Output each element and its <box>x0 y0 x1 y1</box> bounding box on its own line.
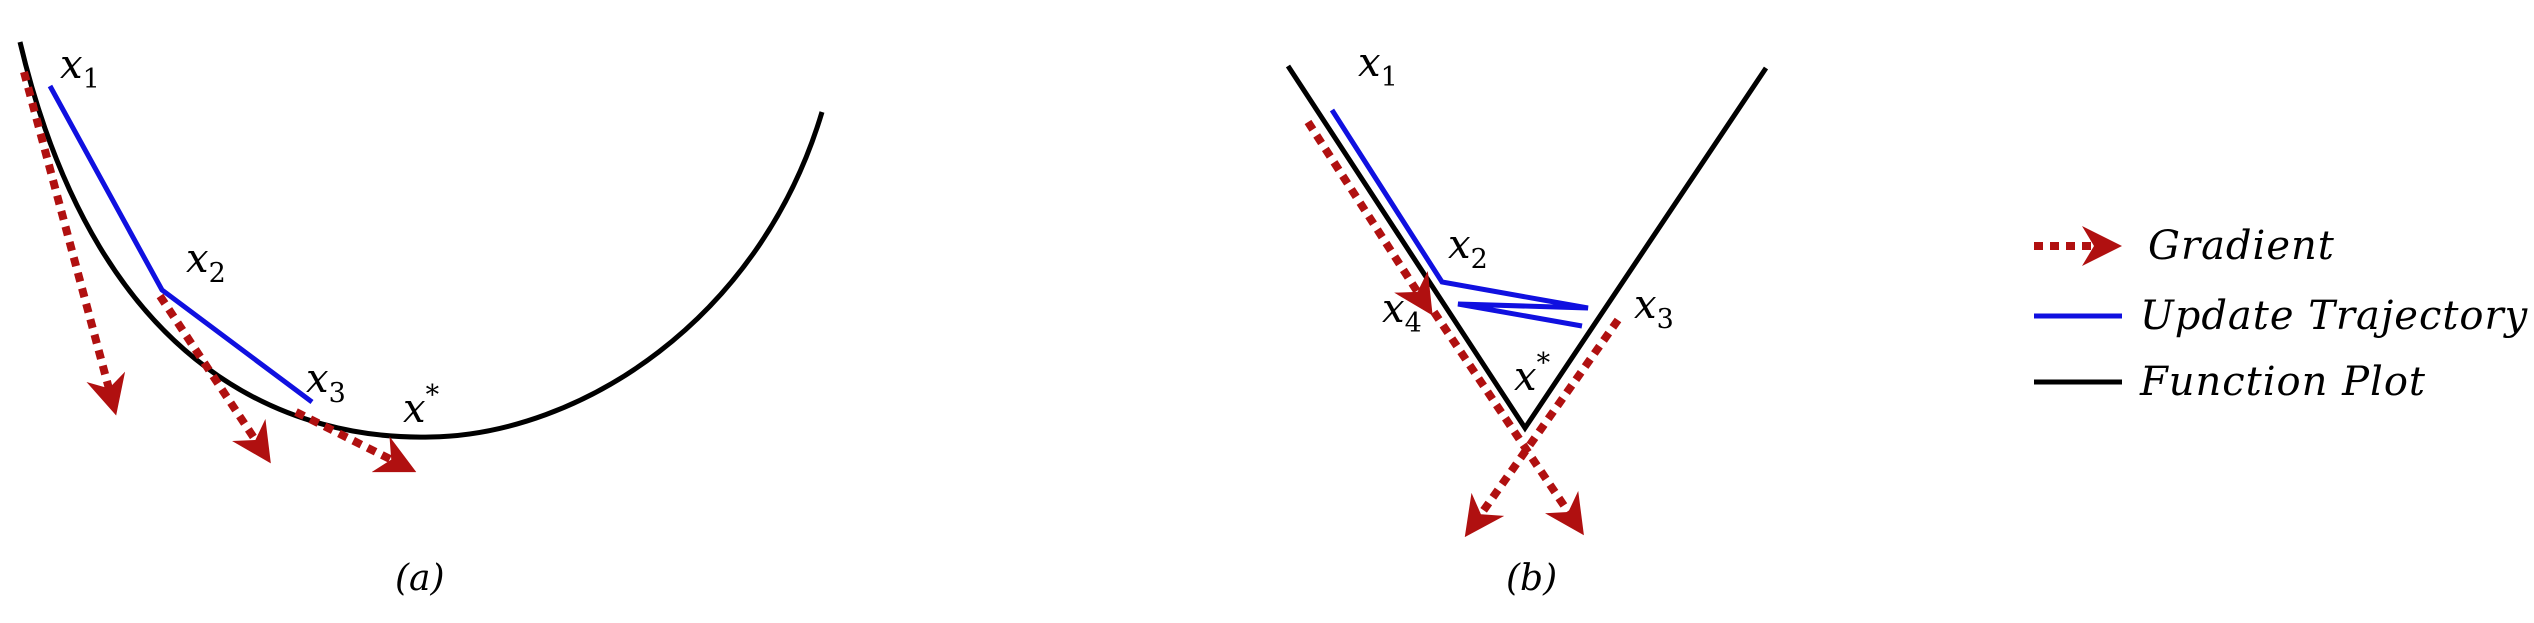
caption-a: (a) <box>395 558 445 599</box>
label-b-xstar: x* <box>1514 348 1551 400</box>
legend-label-gradient: Gradient <box>2148 223 2335 269</box>
label-b-x3: x3 <box>1634 282 1674 335</box>
gradient-arrow-b-2 <box>1430 309 1584 536</box>
label-a-xstar: x* <box>403 380 440 432</box>
label-a-x3: x3 <box>306 356 346 409</box>
gradient-arrow-b-1 <box>1304 119 1433 316</box>
gradient-arrow-a-1 <box>20 70 126 416</box>
legend-label-trajectory: Update Trajectory <box>2140 293 2529 339</box>
label-a-x2: x2 <box>186 236 226 289</box>
panel-b: x1 x2 x3 x4 x* (b) <box>1285 40 1769 599</box>
function-curve-b <box>1285 64 1769 433</box>
gradient-arrow-a-3 <box>294 408 417 473</box>
legend: Gradient Update Trajectory Function Plot <box>2034 223 2529 405</box>
update-trajectory-a <box>47 84 314 405</box>
label-a-x1: x1 <box>60 42 100 95</box>
legend-item-function-plot: Function Plot <box>2034 359 2426 405</box>
label-b-x1: x1 <box>1358 40 1398 93</box>
label-b-x2: x2 <box>1448 222 1488 275</box>
caption-b: (b) <box>1506 558 1557 599</box>
update-trajectory-b <box>1329 108 1589 329</box>
label-b-x4: x4 <box>1382 286 1422 339</box>
function-curve-a <box>17 41 825 440</box>
panel-a: x1 x2 x3 x* (a) <box>17 41 825 599</box>
gradient-arrow-b-3 <box>1464 317 1622 538</box>
legend-label-function: Function Plot <box>2139 359 2426 405</box>
legend-item-gradient: Gradient <box>2034 223 2335 269</box>
legend-item-update-trajectory: Update Trajectory <box>2034 293 2529 339</box>
